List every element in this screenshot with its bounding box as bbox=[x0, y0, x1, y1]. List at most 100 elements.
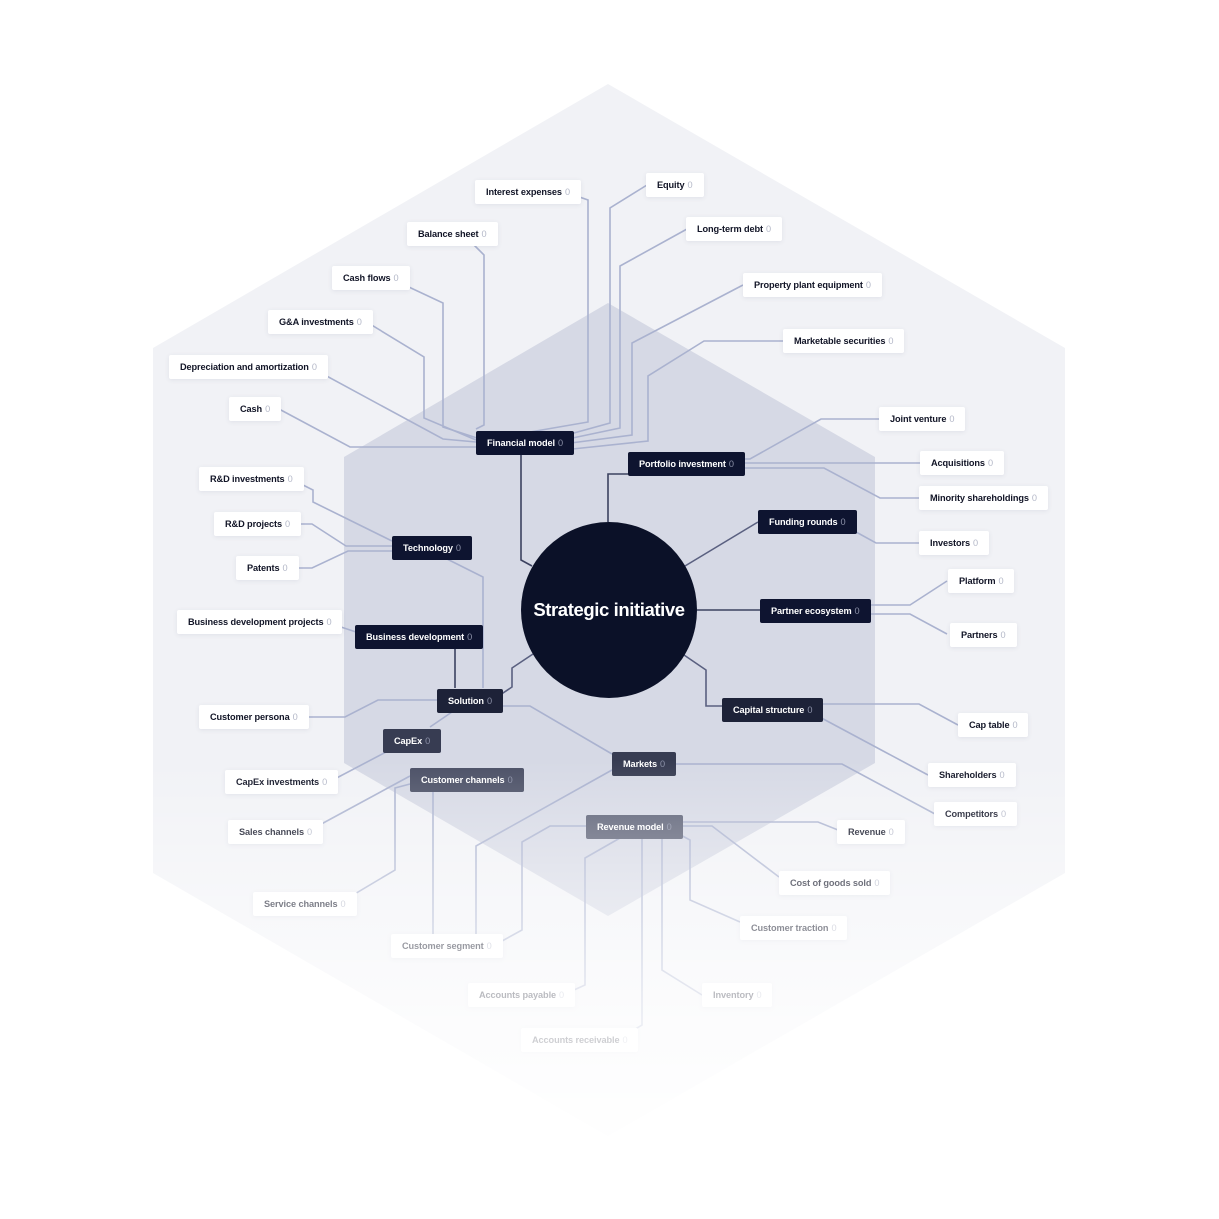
hub-count: 0 bbox=[557, 438, 563, 448]
leaf-label: Partners bbox=[961, 630, 998, 640]
leaf-label: Interest expenses bbox=[486, 187, 562, 197]
leaf-label: Shareholders bbox=[939, 770, 997, 780]
leaf-count: 0 bbox=[287, 474, 293, 484]
leaf-count: 0 bbox=[972, 538, 978, 548]
hub-label: Business development bbox=[366, 632, 465, 642]
hub-count: 0 bbox=[666, 822, 672, 832]
leaf-count: 0 bbox=[999, 770, 1005, 780]
leaf-count: 0 bbox=[311, 362, 317, 372]
hub-label: Capital structure bbox=[733, 705, 805, 715]
leaf-count: 0 bbox=[1031, 493, 1037, 503]
leaf-count: 0 bbox=[393, 273, 399, 283]
hub-label: Portfolio investment bbox=[639, 459, 726, 469]
leaf-label: Investors bbox=[930, 538, 970, 548]
leaf-count: 0 bbox=[559, 990, 565, 1000]
leaf-count: 0 bbox=[1012, 720, 1018, 730]
leaf-count: 0 bbox=[340, 899, 346, 909]
leaf-label: Revenue bbox=[848, 827, 886, 837]
leaf-label: R&D projects bbox=[225, 519, 282, 529]
central-node[interactable]: Strategic initiative bbox=[521, 522, 697, 698]
leaf-label: Business development projects bbox=[188, 617, 324, 627]
leaf-count: 0 bbox=[622, 1035, 628, 1045]
leaf-label: Marketable securities bbox=[794, 336, 886, 346]
leaf-count: 0 bbox=[765, 224, 771, 234]
leaf-label: Patents bbox=[247, 563, 280, 573]
leaf-count: 0 bbox=[564, 187, 570, 197]
leaf-label: Accounts payable bbox=[479, 990, 557, 1000]
leaf-label: R&D investments bbox=[210, 474, 285, 484]
leaf-count: 0 bbox=[831, 923, 837, 933]
leaf-label: Property plant equipment bbox=[754, 280, 863, 290]
leaf-count: 0 bbox=[481, 229, 487, 239]
leaf-count: 0 bbox=[285, 519, 291, 529]
hub-count: 0 bbox=[807, 705, 813, 715]
hub-label: Technology bbox=[403, 543, 453, 553]
leaf-label: Customer persona bbox=[210, 712, 290, 722]
hub-count: 0 bbox=[467, 632, 473, 642]
leaf-count: 0 bbox=[326, 617, 332, 627]
leaf-label: Platform bbox=[959, 576, 996, 586]
leaf-label: Cap table bbox=[969, 720, 1010, 730]
leaf-count: 0 bbox=[282, 563, 288, 573]
leaf-count: 0 bbox=[1001, 809, 1007, 819]
leaf-label: Acquisitions bbox=[931, 458, 985, 468]
leaf-count: 0 bbox=[265, 404, 271, 414]
hub-label: CapEx bbox=[394, 736, 423, 746]
leaf-label: Cost of goods sold bbox=[790, 878, 872, 888]
leaf-label: Cash flows bbox=[343, 273, 391, 283]
leaf-count: 0 bbox=[888, 336, 894, 346]
hub-count: 0 bbox=[854, 606, 860, 616]
leaf-count: 0 bbox=[687, 180, 693, 190]
hub-label: Partner ecosystem bbox=[771, 606, 852, 616]
leaf-count: 0 bbox=[949, 414, 955, 424]
leaf-count: 0 bbox=[987, 458, 993, 468]
leaf-count: 0 bbox=[322, 777, 328, 787]
